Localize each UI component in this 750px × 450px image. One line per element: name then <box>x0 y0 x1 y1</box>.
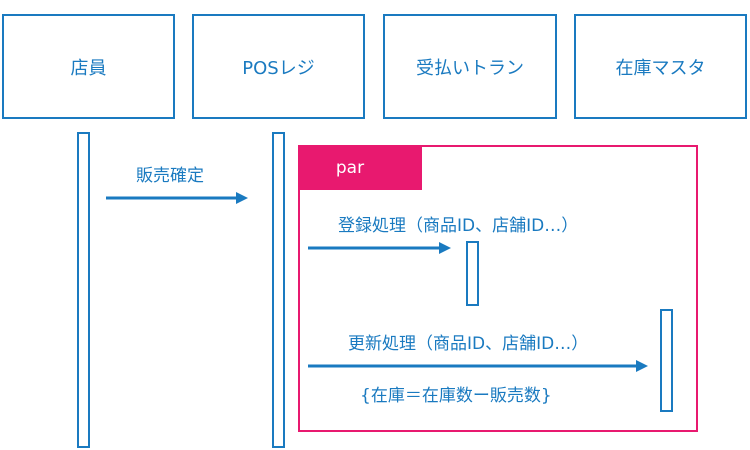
activation-transaction <box>466 241 479 306</box>
arrowhead-sale-confirm <box>236 192 248 204</box>
lifeline-pos <box>272 132 285 448</box>
participant-inventory-label: 在庫マスタ <box>615 57 706 79</box>
message-label-register: 登録処理（商品ID、店舗ID…） <box>338 216 579 236</box>
message-note-update: {在庫＝在庫数ー販売数} <box>360 386 552 406</box>
participant-clerk: 店員 <box>2 14 175 119</box>
participant-pos-label: POSレジ <box>242 57 315 79</box>
lifeline-clerk <box>77 132 90 448</box>
par-fragment-frame <box>298 145 698 432</box>
participant-clerk-label: 店員 <box>70 57 107 79</box>
arrowhead-update <box>636 360 648 372</box>
participant-transaction-label: 受払いトラン <box>416 57 524 79</box>
participant-pos: POSレジ <box>192 14 365 119</box>
message-label-update: 更新処理（商品ID、店舗ID…） <box>348 334 589 354</box>
message-label-sale-confirm: 販売確定 <box>136 166 204 186</box>
activation-inventory <box>660 309 673 412</box>
participant-transaction: 受払いトラン <box>383 14 557 119</box>
par-operator-text: par <box>335 157 365 178</box>
participant-inventory: 在庫マスタ <box>574 14 747 119</box>
par-fragment-label: par <box>298 145 422 190</box>
arrowhead-register <box>439 242 451 254</box>
